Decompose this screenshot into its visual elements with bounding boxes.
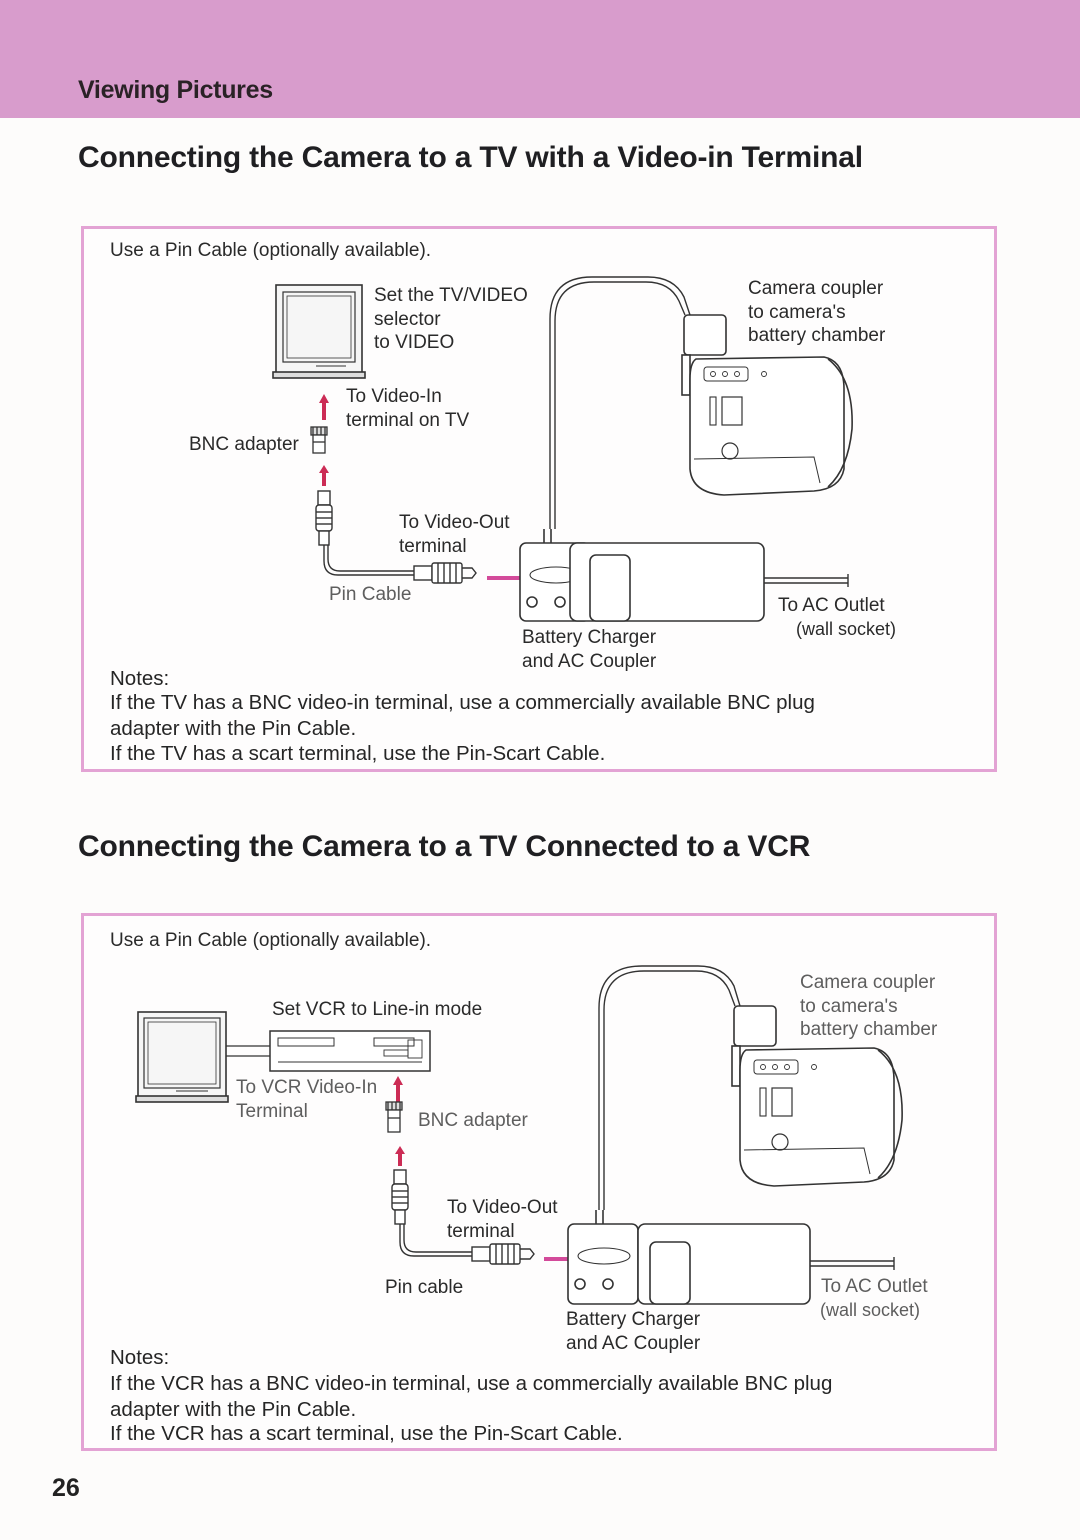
dc-cable [598, 965, 741, 1210]
notes-title: Notes: [110, 667, 170, 690]
bnc-adapter-label: BNC adapter [418, 1110, 528, 1131]
camera-icon [681, 314, 853, 496]
vcr-mode-label: Set VCR to Line-in mode [272, 999, 483, 1020]
to-ac-outlet-label: To AC Outlet [778, 595, 885, 616]
diagram-box-tv: Use a Pin Cable (optionally available). … [81, 226, 997, 772]
page-number: 26 [52, 1474, 80, 1502]
vcr-icon [269, 1030, 431, 1072]
pin-cable-icon [315, 490, 477, 584]
to-video-out-label: To Video-Out terminal [447, 1197, 558, 1242]
arrow-to-charger [487, 571, 541, 585]
dc-cable [549, 276, 691, 529]
bnc-adapter-label: BNC adapter [189, 434, 299, 455]
section-label: Viewing Pictures [78, 76, 273, 104]
arrow-up-to-vcr [393, 1076, 403, 1102]
pin-cable-icon [391, 1169, 535, 1265]
to-ac-outlet-label: To AC Outlet [821, 1276, 928, 1297]
pin-cable-label: Pin cable [385, 1277, 464, 1298]
tv-icon [272, 284, 366, 379]
to-video-out-label: To Video-Out terminal [399, 512, 510, 557]
tv-selector-label: Set the TV/VIDEO selector to VIDEO [374, 285, 528, 353]
bnc-adapter-icon [310, 426, 328, 454]
ac-cord [810, 1257, 895, 1270]
to-video-in-label: To Video-In terminal on TV [346, 386, 470, 431]
ac-cord [764, 574, 849, 587]
battery-charger-icon [519, 529, 765, 622]
to-vcr-video-in-label: To VCR Video-In Terminal [236, 1077, 378, 1122]
wall-socket-label: (wall socket) [796, 619, 897, 639]
arrow-up-to-bnc [395, 1146, 405, 1166]
battery-charger-label: Battery Charger and AC Coupler [566, 1309, 701, 1354]
note-item: If the TV has a scart terminal, use the … [110, 742, 606, 765]
connection-diagram-tv [272, 276, 853, 622]
header-band [0, 0, 1080, 118]
camera-coupler-label: Camera coupler to camera's battery chamb… [748, 278, 886, 346]
bnc-adapter-icon [385, 1101, 403, 1133]
section-heading-tv-vcr: Connecting the Camera to a TV Connected … [78, 830, 811, 863]
wall-socket-label: (wall socket) [820, 1300, 921, 1320]
section-heading-tv-video-in: Connecting the Camera to a TV with a Vid… [78, 141, 863, 174]
notes-title: Notes: [110, 1346, 170, 1369]
battery-charger-label: Battery Charger and AC Coupler [522, 627, 657, 672]
pin-cable-label: Pin Cable [329, 584, 412, 605]
note-item: If the VCR has a BNC video-in terminal, … [110, 1372, 833, 1421]
tv-vcr-cable [226, 1045, 270, 1057]
intro-text: Use a Pin Cable (optionally available). [110, 930, 432, 951]
camera-coupler-label: Camera coupler to camera's battery chamb… [800, 972, 938, 1040]
diagram-box-vcr: Use a Pin Cable (optionally available). … [81, 913, 997, 1451]
connection-diagram-vcr [135, 965, 903, 1305]
battery-charger-icon [567, 1210, 811, 1305]
intro-text: Use a Pin Cable (optionally available). [110, 240, 432, 261]
arrow-up-to-tv [319, 394, 329, 420]
note-item: If the VCR has a scart terminal, use the… [110, 1422, 623, 1445]
arrow-up-to-bnc [319, 465, 329, 486]
note-item: If the TV has a BNC video-in terminal, u… [110, 691, 815, 740]
tv-icon [135, 1011, 229, 1103]
camera-icon [731, 1005, 903, 1187]
